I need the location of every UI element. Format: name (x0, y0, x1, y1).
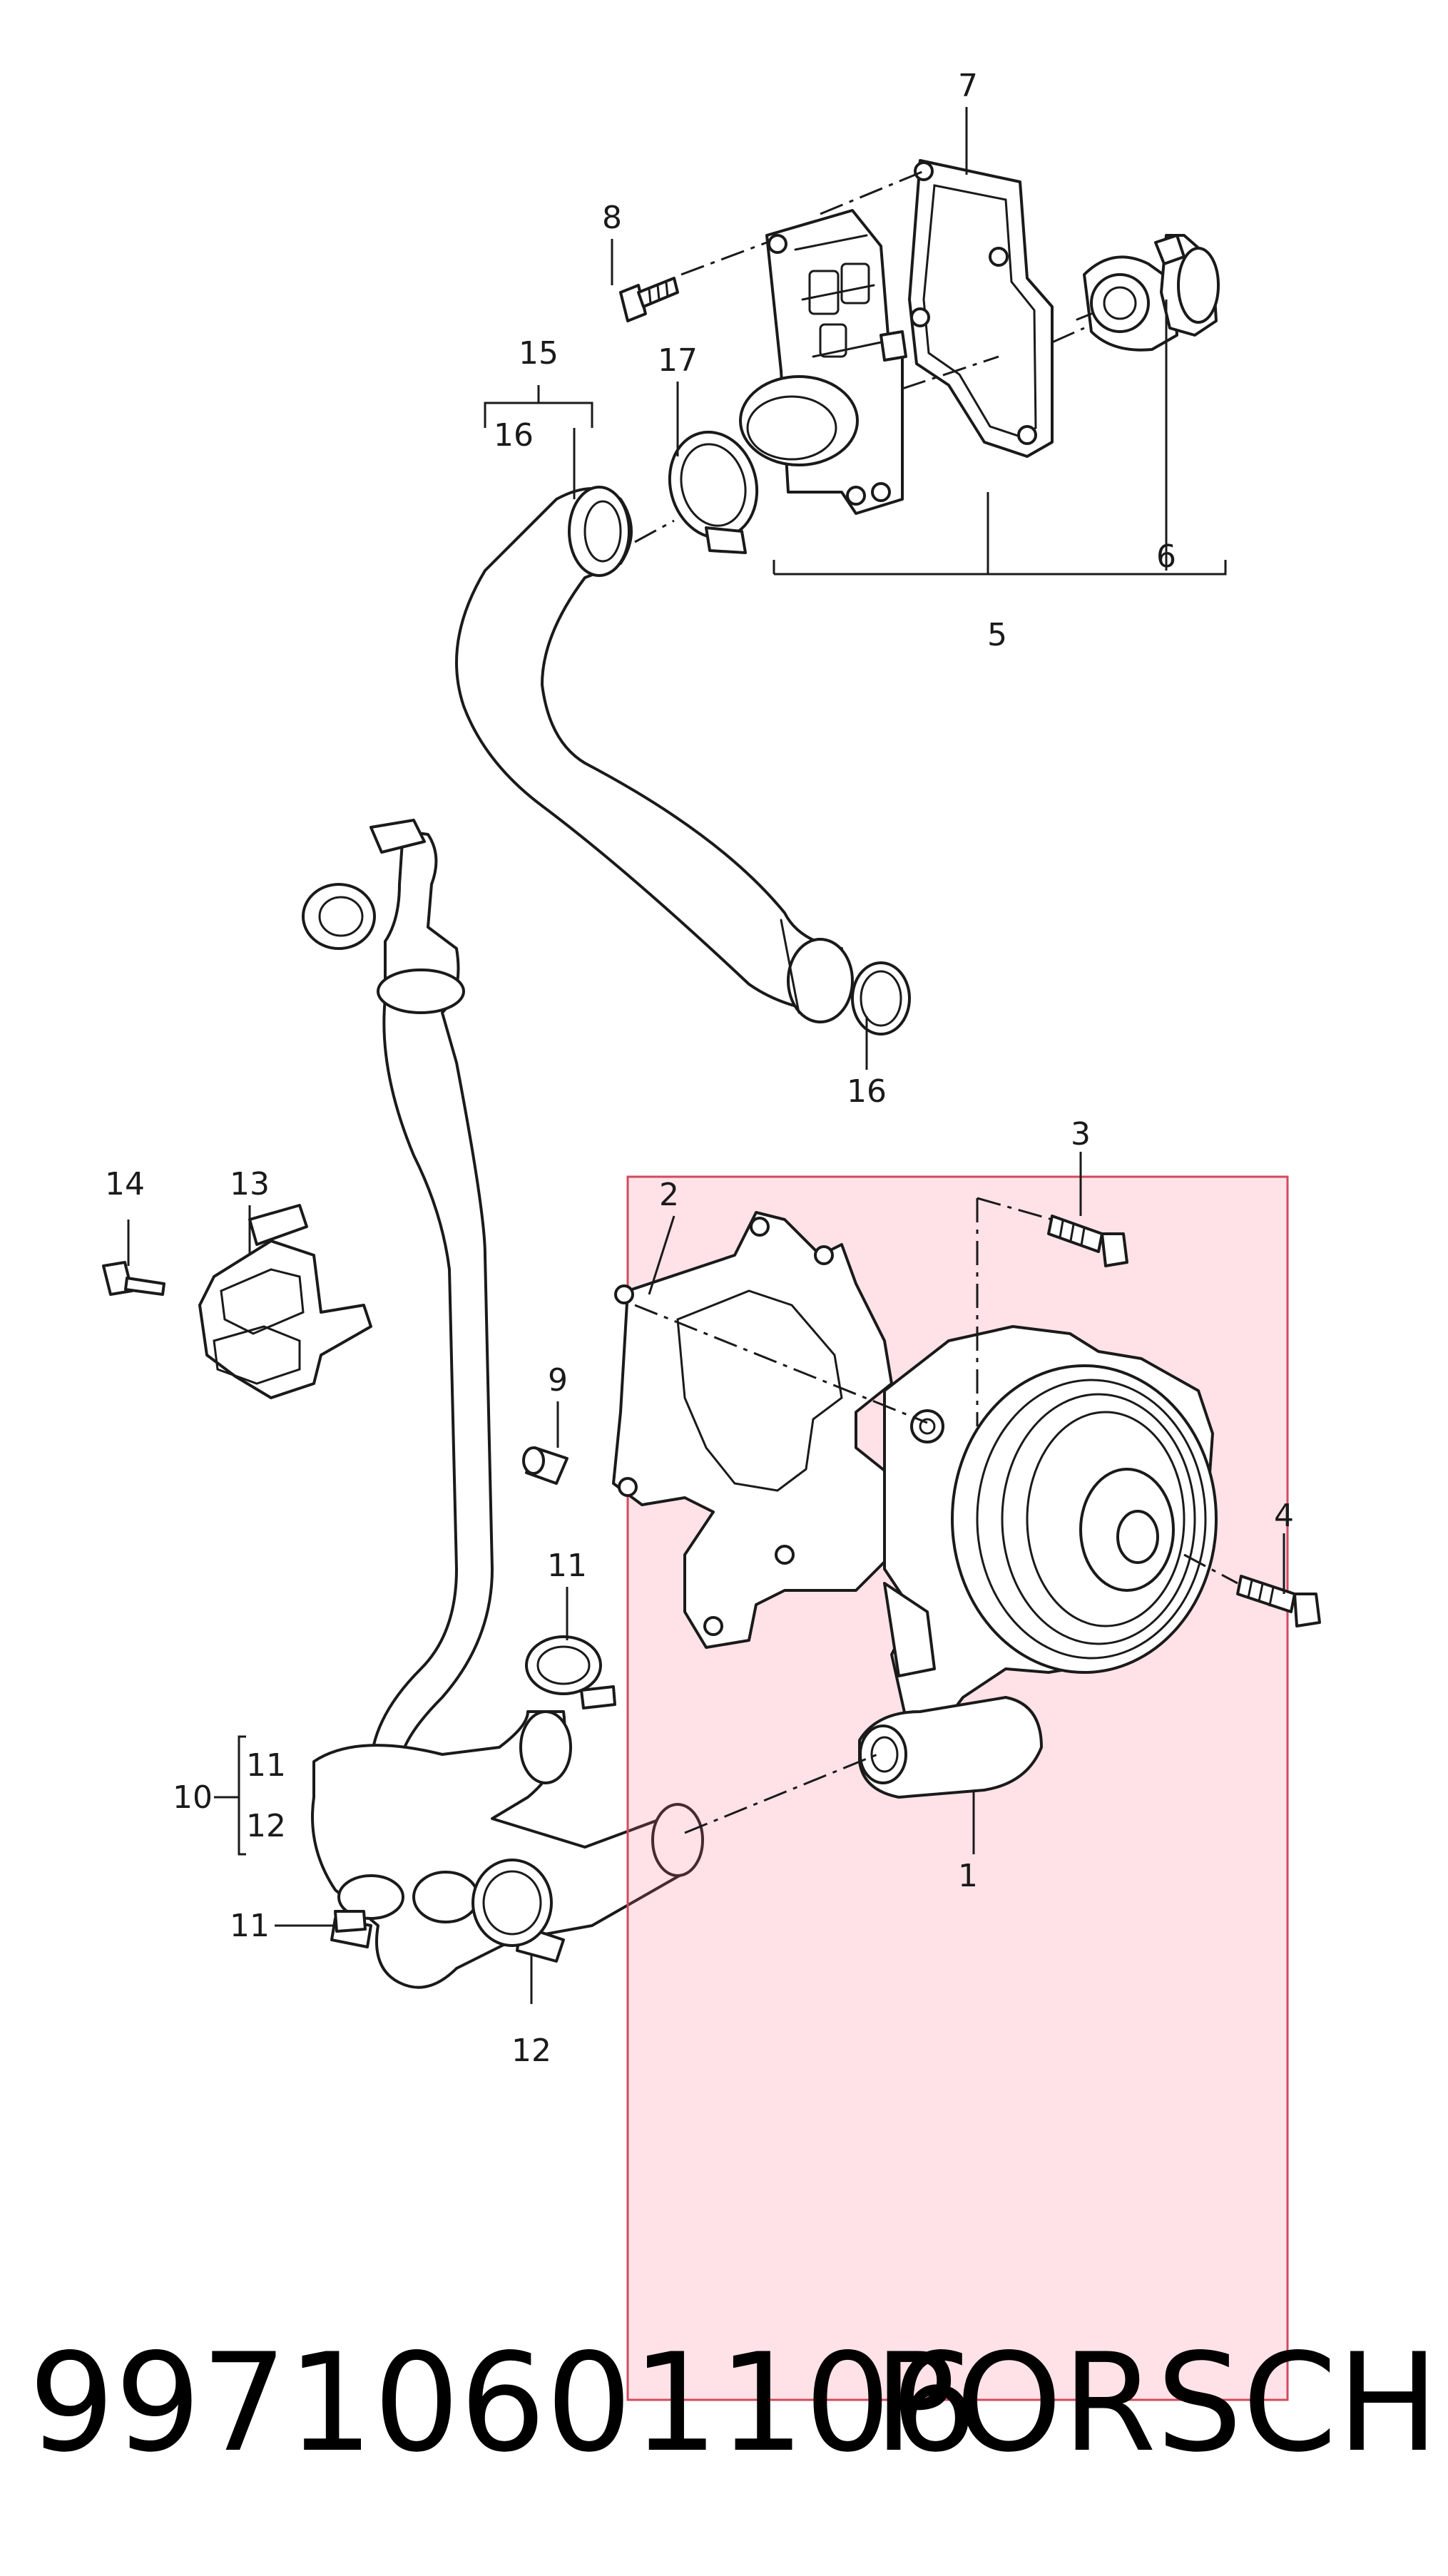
callout-4: 4 (1274, 1498, 1294, 1534)
callout-12-lower: 12 (511, 2033, 551, 2069)
callout-2: 2 (659, 1177, 679, 1213)
leader-lines (127, 107, 1285, 2004)
upper-coolant-hose (455, 486, 854, 1023)
bolt-3 (1047, 1215, 1128, 1267)
callout-8: 8 (602, 200, 622, 236)
callout-13: 13 (230, 1166, 270, 1202)
callout-14: 14 (105, 1166, 145, 1202)
callout-15: 15 (519, 335, 559, 372)
hose-clamp-11 (525, 1635, 616, 1709)
callout-12-bracket: 12 (246, 1808, 286, 1844)
thermostat-gasket (908, 159, 1054, 458)
callout-16-oring: 16 (847, 1073, 887, 1110)
lower-coolant-hose (311, 1710, 704, 1989)
coolant-pipe-assembly (302, 819, 494, 1770)
callout-16-bracket: 16 (494, 417, 534, 454)
callout-1: 1 (958, 1858, 978, 1894)
callout-3: 3 (1071, 1116, 1091, 1152)
thermostat-housing (739, 209, 907, 515)
dowel-pin (522, 1446, 569, 1485)
water-pump (858, 1325, 1218, 1799)
callout-11-bracket: 11 (246, 1747, 286, 1784)
bolt-4 (1236, 1575, 1321, 1627)
assembly-axis-lines (634, 170, 1238, 1834)
callout-11-lower: 11 (230, 1908, 270, 1944)
brand-caption: PORSCHE (874, 2324, 1448, 2482)
hose-clamp-11-lower (334, 1910, 367, 1933)
callout-9: 9 (548, 1362, 568, 1399)
thermostat (1076, 234, 1220, 352)
callout-17: 17 (658, 342, 698, 379)
hose-clamp-17 (668, 430, 759, 554)
part-number-caption: 99710601106 (29, 2324, 977, 2482)
callout-6: 6 (1156, 538, 1176, 575)
hose-bracket (198, 1204, 372, 1399)
screw-14 (102, 1261, 165, 1296)
callout-7: 7 (958, 68, 978, 104)
callout-5: 5 (987, 617, 1007, 653)
callout-11-upper: 11 (547, 1548, 587, 1584)
o-ring-16-inner (860, 970, 902, 1027)
hose-clamp-12 (471, 1859, 553, 1947)
bolt-8 (619, 277, 679, 322)
callout-labels: 1 2 3 4 5 6 7 8 9 10 11 11 11 12 12 13 1… (105, 68, 1294, 2069)
callout-10: 10 (173, 1779, 213, 1816)
water-pump-gasket (612, 1211, 893, 1649)
